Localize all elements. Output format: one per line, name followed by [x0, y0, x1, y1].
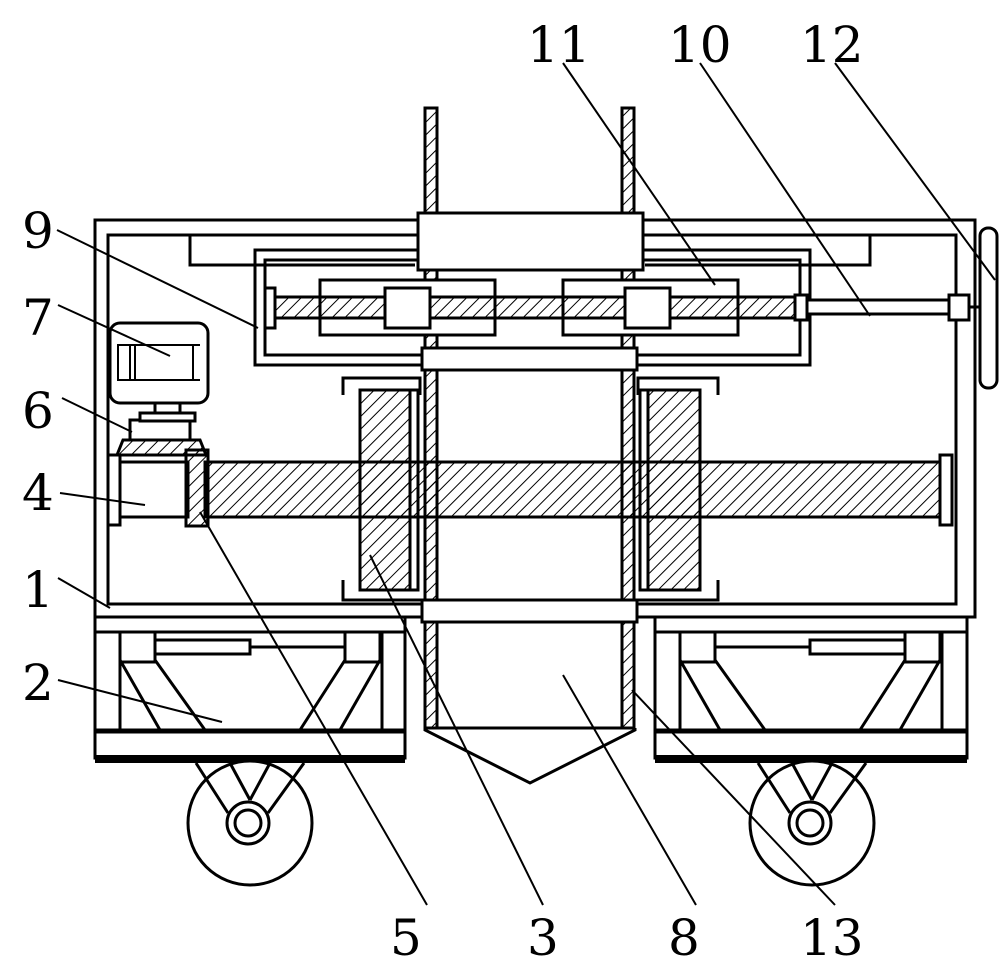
label-4: 4	[22, 464, 54, 522]
worm-gear	[108, 450, 208, 526]
right-support	[655, 617, 967, 763]
right-wheel	[750, 761, 874, 885]
label-11: 11	[527, 16, 591, 74]
label-2: 2	[22, 654, 54, 712]
central-tube	[425, 108, 634, 728]
drill-head	[425, 728, 635, 783]
label-13: 13	[800, 909, 864, 967]
tube-lower-collar	[422, 600, 637, 622]
label-3: 3	[527, 909, 559, 967]
label-5: 5	[390, 909, 422, 967]
label-1: 1	[22, 561, 54, 619]
label-12: 12	[800, 16, 864, 74]
left-support	[95, 617, 405, 763]
label-10: 10	[668, 16, 732, 74]
label-8: 8	[668, 909, 700, 967]
tube-upper-clamp	[418, 213, 643, 270]
horizontal-screw-bar	[205, 455, 952, 525]
left-wheel	[188, 761, 312, 885]
tube-middle-collar	[422, 348, 637, 370]
label-9: 9	[22, 202, 54, 260]
bevel-gear	[117, 420, 206, 455]
label-6: 6	[22, 382, 54, 440]
label-7: 7	[22, 289, 54, 347]
motor	[110, 323, 208, 421]
